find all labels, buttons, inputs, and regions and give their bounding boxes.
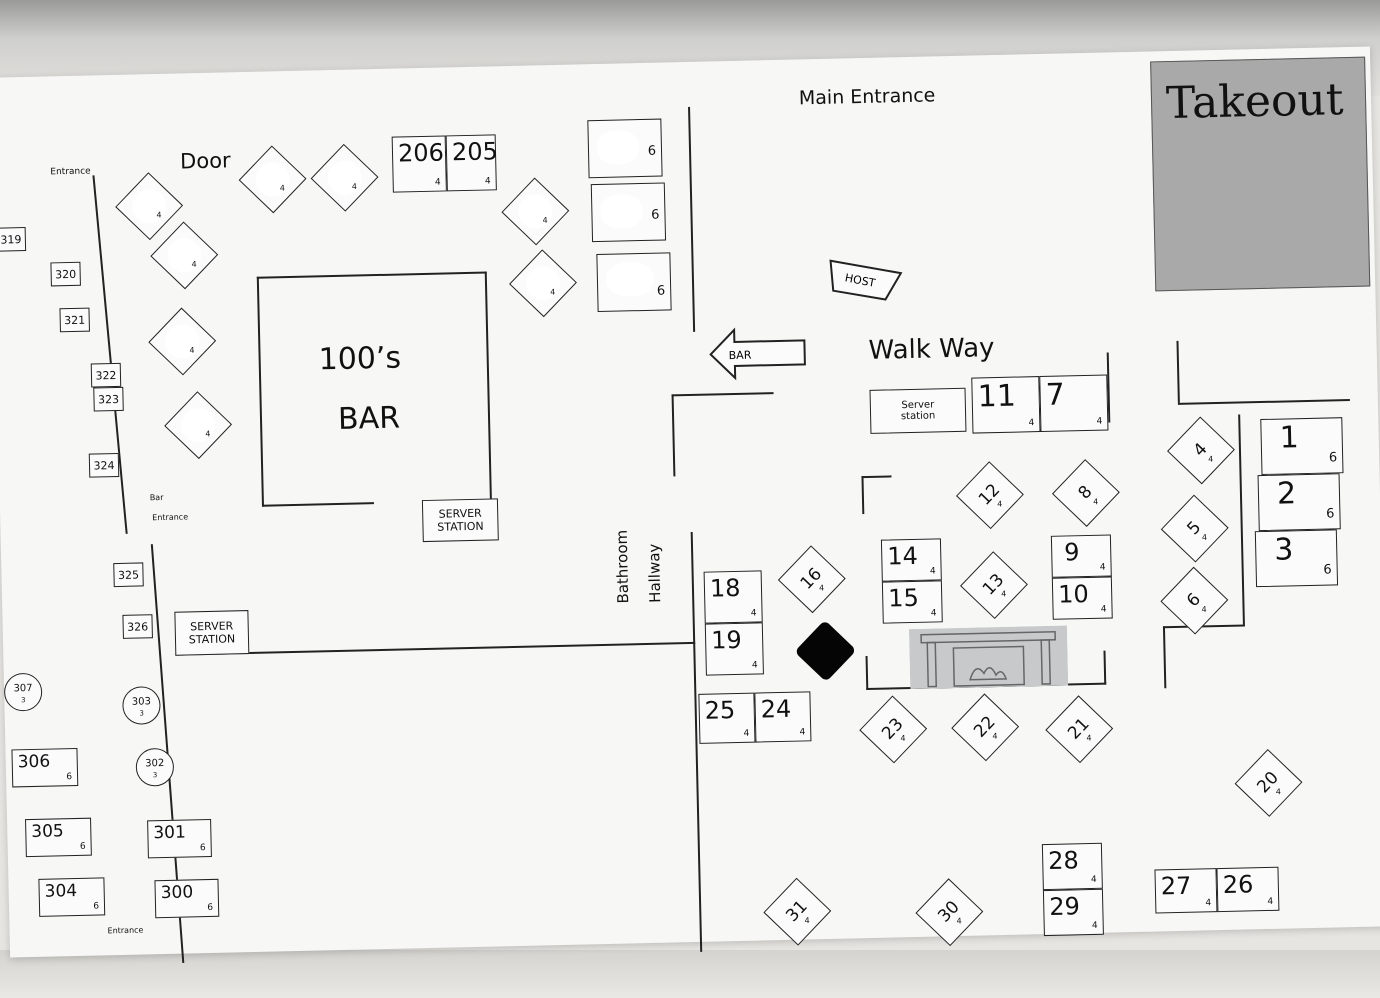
wall-line bbox=[861, 475, 892, 479]
wall-line bbox=[861, 476, 865, 515]
takeout-area: Takeout bbox=[1150, 56, 1371, 292]
redacted-mark bbox=[605, 261, 655, 297]
wall-line bbox=[1238, 414, 1245, 625]
bar-arrow-label: BAR bbox=[729, 349, 752, 363]
bar-arrow: BAR bbox=[709, 327, 806, 381]
table-321[interactable]: 321 bbox=[59, 307, 90, 333]
wall-line bbox=[865, 656, 869, 691]
floor-background bbox=[0, 950, 1380, 998]
door-label: Door bbox=[179, 148, 231, 174]
walkway-label: Walk Way bbox=[868, 333, 995, 366]
table-326[interactable]: 326 bbox=[122, 614, 153, 639]
bar-label-line2: BAR bbox=[337, 400, 401, 437]
table-six-top-c[interactable]: 6 bbox=[596, 252, 672, 313]
table-diamond-redacted[interactable]: 4 bbox=[164, 391, 233, 460]
table-320[interactable]: 320 bbox=[50, 261, 81, 287]
floor-plan-sheet: 100’s BAR SERVER STATION SERVER STATION … bbox=[0, 46, 1380, 964]
wall-line bbox=[1177, 399, 1350, 405]
fireplace-icon bbox=[908, 625, 1069, 690]
server-station-small: Server station bbox=[869, 387, 967, 434]
redacted-mark bbox=[600, 194, 643, 229]
table-322[interactable]: 322 bbox=[90, 362, 122, 388]
main-entrance-label: Main Entrance bbox=[798, 84, 936, 110]
bar-entrance-label-1: Bar bbox=[149, 492, 164, 503]
wall-line bbox=[92, 175, 128, 534]
wall-line bbox=[175, 641, 696, 656]
table-diamond-redacted[interactable]: 4 bbox=[115, 172, 184, 241]
table-six-top-b[interactable]: 6 bbox=[590, 182, 667, 243]
table-diamond-redacted[interactable]: 4 bbox=[509, 249, 577, 318]
server-station-bar: SERVER STATION bbox=[421, 498, 499, 543]
table-diamond-redacted[interactable]: 4 bbox=[150, 221, 219, 290]
table-323[interactable]: 323 bbox=[93, 386, 124, 412]
wall-line bbox=[671, 392, 774, 397]
table-325[interactable]: 325 bbox=[113, 562, 144, 588]
bar-entrance-label-2: Entrance bbox=[152, 512, 189, 523]
server-station-left: SERVER STATION bbox=[174, 610, 250, 656]
bar-area: 100’s BAR bbox=[256, 271, 492, 507]
table-319[interactable]: 319 bbox=[0, 227, 27, 252]
wall-line bbox=[688, 106, 696, 332]
takeout-label: Takeout bbox=[1165, 74, 1344, 130]
wall-line bbox=[1176, 340, 1180, 403]
table-diamond-redacted[interactable]: 4 bbox=[238, 145, 307, 214]
wall-line bbox=[671, 394, 676, 477]
host-stand: HOST bbox=[829, 259, 903, 301]
bathroom-label: Bathroom bbox=[612, 529, 633, 604]
wall-line bbox=[1103, 650, 1107, 685]
redacted-mark bbox=[596, 130, 640, 166]
entrance-top-label: Entrance bbox=[50, 166, 91, 178]
wall-line bbox=[1162, 626, 1167, 689]
table-diamond-redacted[interactable]: 4 bbox=[148, 307, 217, 376]
black-column bbox=[794, 619, 857, 683]
hallway-label: Hallway bbox=[644, 543, 665, 604]
table-six-top-a[interactable]: 6 bbox=[587, 118, 663, 179]
table-324[interactable]: 324 bbox=[88, 452, 120, 478]
entrance-bottom-label: Entrance bbox=[107, 925, 144, 936]
host-label: HOST bbox=[844, 271, 877, 290]
table-diamond-redacted[interactable]: 4 bbox=[501, 177, 570, 246]
table-diamond-redacted[interactable]: 4 bbox=[310, 143, 379, 212]
bar-label-line1: 100’s bbox=[318, 340, 402, 378]
